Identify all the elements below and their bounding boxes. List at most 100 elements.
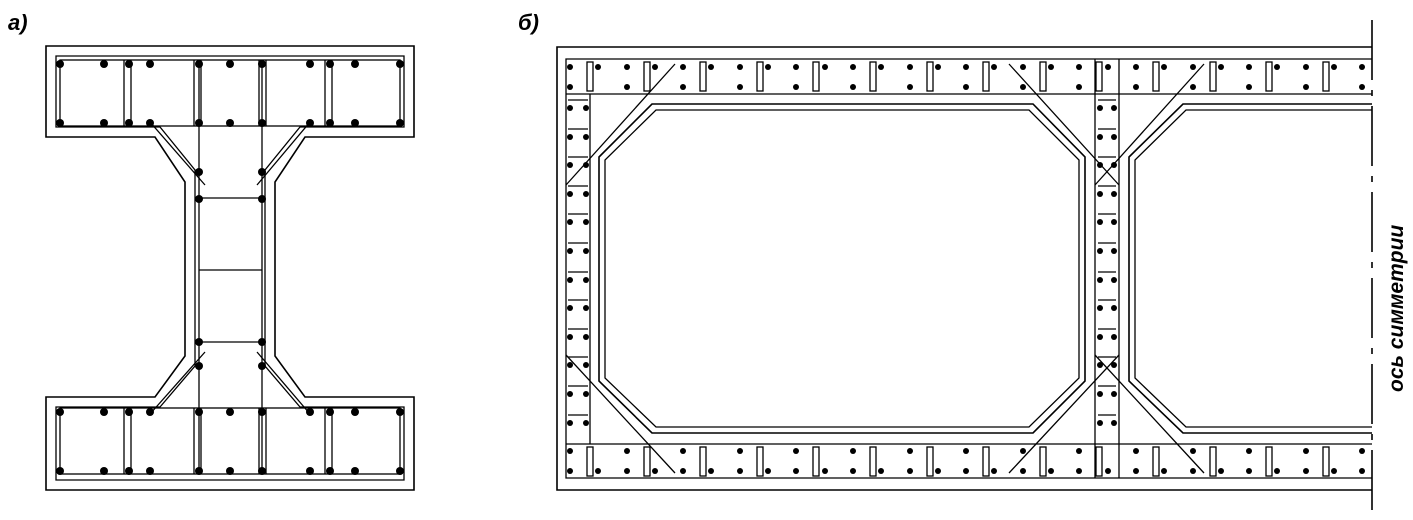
rebar-dot bbox=[1190, 64, 1196, 70]
rebar-dot bbox=[1097, 362, 1103, 368]
rebar-dot bbox=[125, 408, 133, 416]
stirrup bbox=[643, 61, 651, 92]
rebar-dot bbox=[1303, 448, 1309, 454]
rebar-dot bbox=[100, 60, 108, 68]
rebar-dot bbox=[258, 195, 266, 203]
i-beam-section bbox=[45, 45, 415, 491]
top-slab-reinforcement bbox=[567, 61, 1365, 92]
stirrup bbox=[1265, 61, 1273, 92]
rebar-dot bbox=[907, 84, 913, 90]
rebar-dot bbox=[1190, 448, 1196, 454]
rebar-dot bbox=[737, 84, 743, 90]
rebar-dot bbox=[125, 60, 133, 68]
rebar-dot bbox=[567, 248, 573, 254]
rebar-dot bbox=[226, 119, 234, 127]
rebar-dot bbox=[1303, 84, 1309, 90]
rebar-dot bbox=[195, 362, 203, 370]
rebar-dot bbox=[822, 64, 828, 70]
rebar-dot bbox=[258, 338, 266, 346]
rebar-dot bbox=[306, 408, 314, 416]
stirrup bbox=[1152, 446, 1160, 477]
rebar-dot bbox=[56, 408, 64, 416]
left-wall-reinforcement bbox=[567, 99, 589, 426]
rebar-dot bbox=[1111, 362, 1117, 368]
rebar-dot bbox=[326, 60, 334, 68]
rebar-dot bbox=[351, 60, 359, 68]
rebar-dot bbox=[1111, 391, 1117, 397]
rebar-dot bbox=[1097, 162, 1103, 168]
rebar-dot bbox=[1331, 468, 1337, 474]
rebar-dot bbox=[583, 277, 589, 283]
rebar-dot bbox=[1105, 64, 1111, 70]
rebar-dot bbox=[878, 64, 884, 70]
rebar-dot bbox=[1097, 420, 1103, 426]
rebar-dot bbox=[737, 448, 743, 454]
label-b: б) bbox=[518, 10, 539, 35]
bottom-slab-reinforcement bbox=[567, 446, 1365, 477]
rebar-dot bbox=[1111, 219, 1117, 225]
rebar-dot bbox=[737, 64, 743, 70]
stirrup bbox=[926, 61, 934, 92]
rebar-dot bbox=[1020, 448, 1026, 454]
rebar-dot bbox=[195, 338, 203, 346]
rebar-dot bbox=[1076, 468, 1082, 474]
box-outline bbox=[556, 46, 1372, 491]
stirrup bbox=[586, 61, 594, 92]
rebar-dot bbox=[583, 105, 589, 111]
rebar-dot bbox=[125, 119, 133, 127]
rebar-dot bbox=[583, 219, 589, 225]
haunch-bars bbox=[565, 63, 1205, 474]
stirrup bbox=[1209, 61, 1217, 92]
rebar-dot bbox=[1190, 84, 1196, 90]
rebar-dot bbox=[1105, 468, 1111, 474]
rebar-dot bbox=[1218, 468, 1224, 474]
rebar-dot bbox=[56, 119, 64, 127]
rebar-dot bbox=[396, 408, 404, 416]
stirrup bbox=[1039, 61, 1047, 92]
rebar-dot bbox=[907, 468, 913, 474]
rebar-dot bbox=[56, 60, 64, 68]
stirrup bbox=[699, 446, 707, 477]
rebar-dot bbox=[1097, 305, 1103, 311]
rebar-dot bbox=[306, 467, 314, 475]
rebar-dot bbox=[583, 162, 589, 168]
rebar-dot bbox=[907, 64, 913, 70]
rebar-dot bbox=[1359, 64, 1365, 70]
rebar-dot bbox=[793, 448, 799, 454]
stirrup-line bbox=[149, 351, 206, 415]
stirrup-line bbox=[256, 121, 311, 186]
rebar-dot bbox=[680, 64, 686, 70]
rebar-dot bbox=[396, 119, 404, 127]
web-reinforcement bbox=[149, 60, 311, 474]
rebar-dot bbox=[1097, 277, 1103, 283]
rebar-dot bbox=[396, 60, 404, 68]
rebar-dot bbox=[326, 119, 334, 127]
rebar-dot bbox=[1161, 64, 1167, 70]
rebar-dot bbox=[258, 168, 266, 176]
rebar-dot bbox=[1274, 468, 1280, 474]
rebar-dot bbox=[583, 248, 589, 254]
rebar-dot bbox=[1274, 64, 1280, 70]
rebar-dot bbox=[146, 408, 154, 416]
rebar-dot bbox=[652, 468, 658, 474]
rebar-dot bbox=[351, 119, 359, 127]
rebar-dot bbox=[1097, 248, 1103, 254]
rebar-dot bbox=[963, 64, 969, 70]
rebar-dot bbox=[963, 84, 969, 90]
rebar-dot bbox=[737, 468, 743, 474]
rebar-dot bbox=[1190, 468, 1196, 474]
rebar-dot bbox=[1020, 84, 1026, 90]
rebar-dot bbox=[306, 60, 314, 68]
rebar-dot bbox=[1097, 134, 1103, 140]
rebar-dot bbox=[583, 334, 589, 340]
rebar-dot bbox=[878, 468, 884, 474]
rebar-dot bbox=[1133, 468, 1139, 474]
rebar-dot bbox=[624, 448, 630, 454]
rebar-dot bbox=[1303, 468, 1309, 474]
rebar-dot bbox=[1218, 64, 1224, 70]
rebar-dot bbox=[850, 468, 856, 474]
rebar-dot bbox=[1111, 191, 1117, 197]
rebar-dot bbox=[567, 162, 573, 168]
rebar-dot bbox=[567, 277, 573, 283]
rebar-dot bbox=[1359, 84, 1365, 90]
